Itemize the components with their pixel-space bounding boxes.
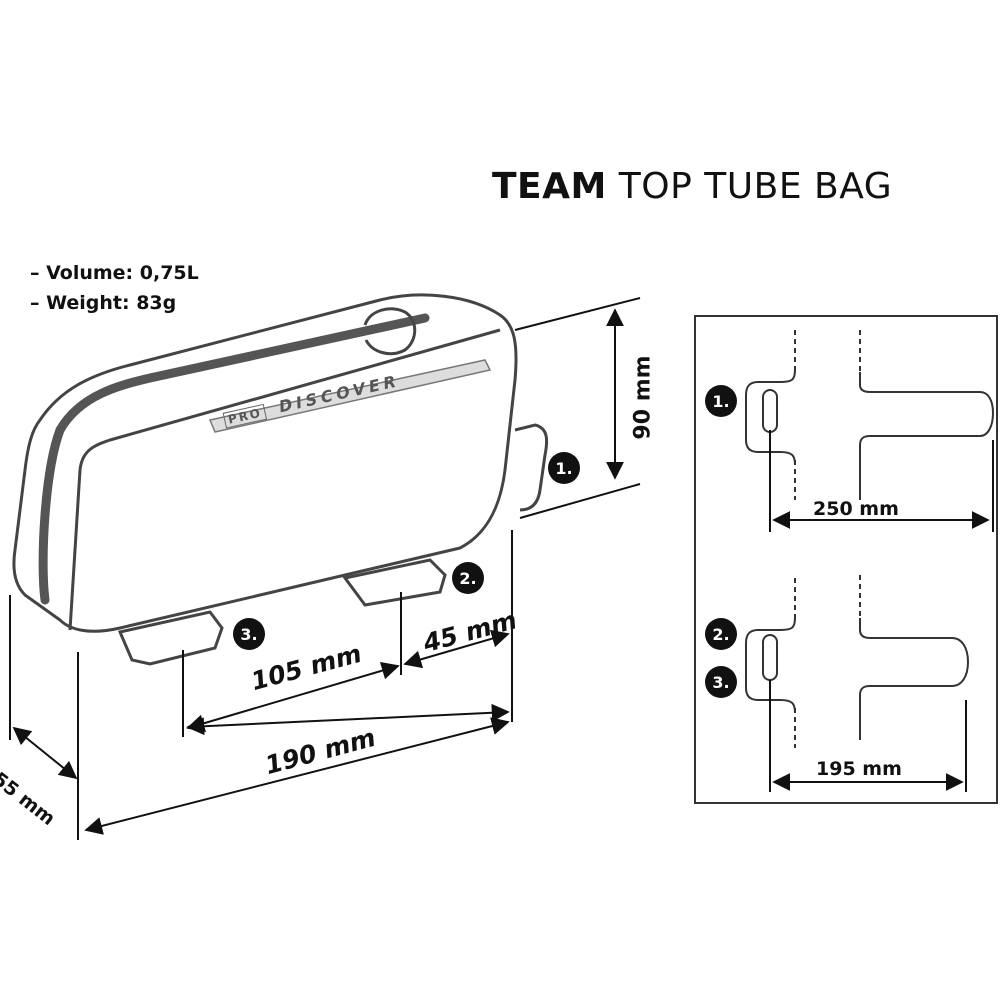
strap-3-badge: 3. [233,618,265,650]
zipper-band [38,313,430,605]
specs-list: – Volume: 0,75L – Weight: 83g [30,258,199,318]
spec-volume: – Volume: 0,75L [30,262,199,284]
strap-layout-panel [694,315,998,804]
panel-bottom-shape [745,575,970,792]
panel-top-badge: 1. [705,385,737,417]
logo-strip [208,359,492,433]
height-dimension-lines [514,297,641,519]
spec-weight: – Weight: 83g [30,292,177,314]
strap-2-shape [342,558,447,607]
strap-3-shape [117,610,224,666]
page-title: TEAM TOP TUBE BAG [492,166,892,207]
bag-body [12,293,518,633]
strap-2-badge: 2. [452,562,484,594]
zip-puller-icon [363,307,417,356]
panel-bottom-badge-2: 2. [705,618,737,650]
panel-top-measure: 250 mm [813,498,899,520]
title-rest: TOP TUBE BAG [618,166,893,207]
length-dimension-lines [84,530,513,835]
depth-dimension-lines [9,595,79,840]
panel-bottom-badge-3: 3. [705,666,737,698]
panel-top-shape [745,330,995,532]
strap-1-shape [514,423,549,512]
panel-bottom-measure: 195 mm [816,758,902,780]
strap-1-badge: 1. [548,452,580,484]
height-label: 90 mm [630,355,656,440]
title-bold: TEAM [492,166,607,207]
